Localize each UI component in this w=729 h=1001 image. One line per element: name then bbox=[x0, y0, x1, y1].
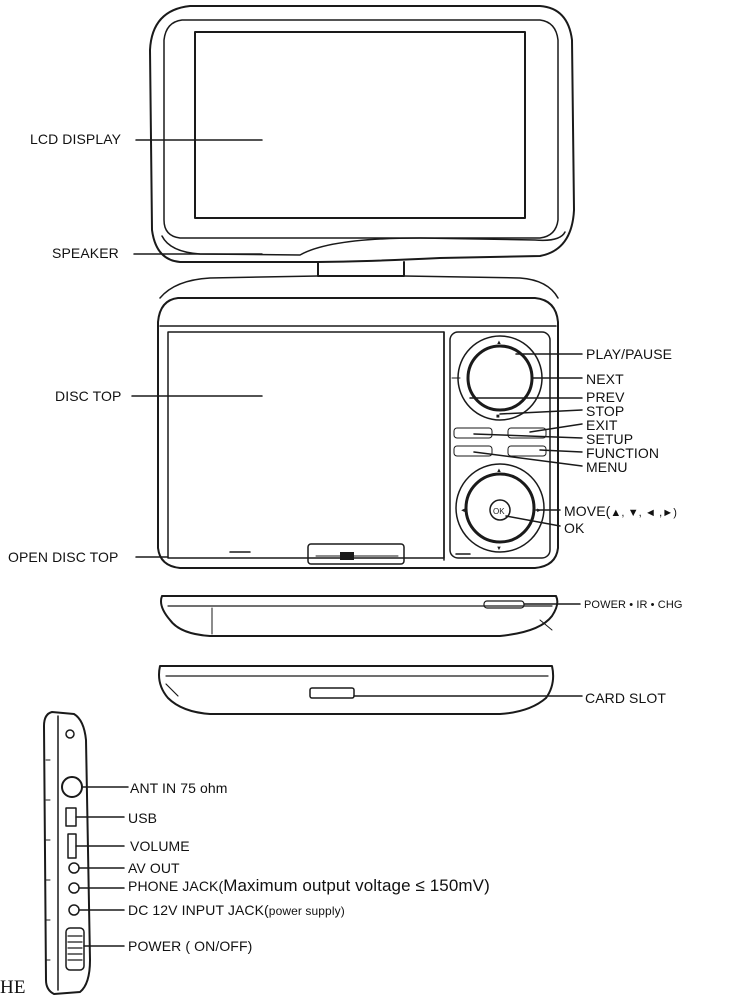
svg-text:■: ■ bbox=[496, 414, 500, 420]
label-disc-top: DISC TOP bbox=[55, 388, 122, 404]
phone-jack-port bbox=[68, 882, 80, 894]
label-ok: OK bbox=[564, 520, 585, 536]
volume-wheel bbox=[67, 833, 77, 859]
label-move-arrows: ▲, ▼, ◄ ,►) bbox=[610, 507, 678, 519]
side-view bbox=[43, 711, 91, 995]
ok-button bbox=[489, 499, 511, 521]
setup-button bbox=[453, 427, 493, 439]
label-volume: VOLUME bbox=[130, 838, 190, 854]
power-ir-chg-indicator bbox=[483, 600, 525, 609]
lcd-lid-inner-frame bbox=[163, 19, 559, 239]
hinge bbox=[317, 261, 405, 277]
rear-edge bbox=[158, 665, 555, 715]
label-lcd-display: LCD DISPLAY bbox=[30, 131, 122, 147]
label-power-ir-chg: POWER • IR • CHG bbox=[584, 599, 683, 611]
label-card-slot: CARD SLOT bbox=[585, 690, 667, 706]
ok-button-label: OK bbox=[493, 507, 505, 516]
lcd-lid-outline bbox=[149, 5, 575, 263]
label-open-disc-top: OPEN DISC TOP bbox=[8, 549, 119, 565]
label-function: FUNCTION bbox=[586, 445, 660, 461]
control-panel bbox=[449, 331, 551, 559]
label-phone-jack-note: Maximum output voltage ≤ 150mV) bbox=[223, 876, 490, 895]
base-outline bbox=[157, 297, 559, 569]
label-phone-jack: PHONE JACK(Maximum output voltage ≤ 150m… bbox=[128, 876, 490, 895]
label-dc-input-note: power supply) bbox=[268, 904, 345, 918]
label-phone-jack-text: PHONE JACK( bbox=[128, 878, 224, 894]
speaker-grille-line bbox=[161, 231, 566, 256]
label-play-pause: PLAY/PAUSE bbox=[586, 346, 673, 362]
label-next: NEXT bbox=[586, 371, 624, 387]
move-dial-inner bbox=[464, 472, 536, 544]
exit-button bbox=[507, 427, 547, 439]
play-pause-dial bbox=[457, 335, 543, 421]
label-dc-input-text: DC 12V INPUT JACK( bbox=[128, 902, 269, 918]
corner-text: HE bbox=[0, 977, 26, 998]
av-out-port bbox=[68, 862, 80, 874]
label-menu: MENU bbox=[586, 459, 628, 475]
disc-top-panel bbox=[167, 331, 445, 559]
label-prev: PREV bbox=[586, 389, 625, 405]
label-move-text: MOVE( bbox=[564, 503, 611, 519]
menu-button bbox=[453, 445, 493, 457]
label-move: MOVE(▲, ▼, ◄ ,►) bbox=[564, 503, 677, 521]
open-disc-latch bbox=[307, 543, 405, 565]
card-slot bbox=[309, 687, 355, 699]
power-switch bbox=[65, 927, 85, 971]
ant-in-port bbox=[61, 776, 83, 798]
leader-lines bbox=[75, 139, 583, 947]
usb-port bbox=[65, 807, 77, 827]
label-power-switch: POWER ( ON/OFF) bbox=[128, 938, 253, 954]
svg-text:▲: ▲ bbox=[496, 340, 502, 346]
label-ant-in: ANT IN 75 ohm bbox=[130, 780, 228, 796]
move-dial-outer bbox=[455, 463, 545, 553]
label-exit: EXIT bbox=[586, 417, 618, 433]
label-speaker: SPEAKER bbox=[52, 245, 119, 261]
dc-input-port bbox=[68, 904, 80, 916]
next-prev-ring bbox=[466, 344, 534, 412]
label-usb: USB bbox=[128, 810, 158, 826]
lcd-screen bbox=[194, 31, 526, 219]
hinge-bridge bbox=[159, 275, 559, 299]
svg-text:◄: ◄ bbox=[460, 508, 466, 514]
svg-text:►: ► bbox=[536, 508, 542, 514]
label-dc-input: DC 12V INPUT JACK(power supply) bbox=[128, 902, 345, 919]
label-stop: STOP bbox=[586, 403, 625, 419]
svg-text:▲: ▲ bbox=[496, 468, 502, 474]
svg-text:▼: ▼ bbox=[496, 546, 502, 552]
function-button bbox=[507, 445, 547, 457]
label-av-out: AV OUT bbox=[128, 860, 180, 876]
front-edge bbox=[160, 595, 559, 637]
label-setup: SETUP bbox=[586, 431, 634, 447]
